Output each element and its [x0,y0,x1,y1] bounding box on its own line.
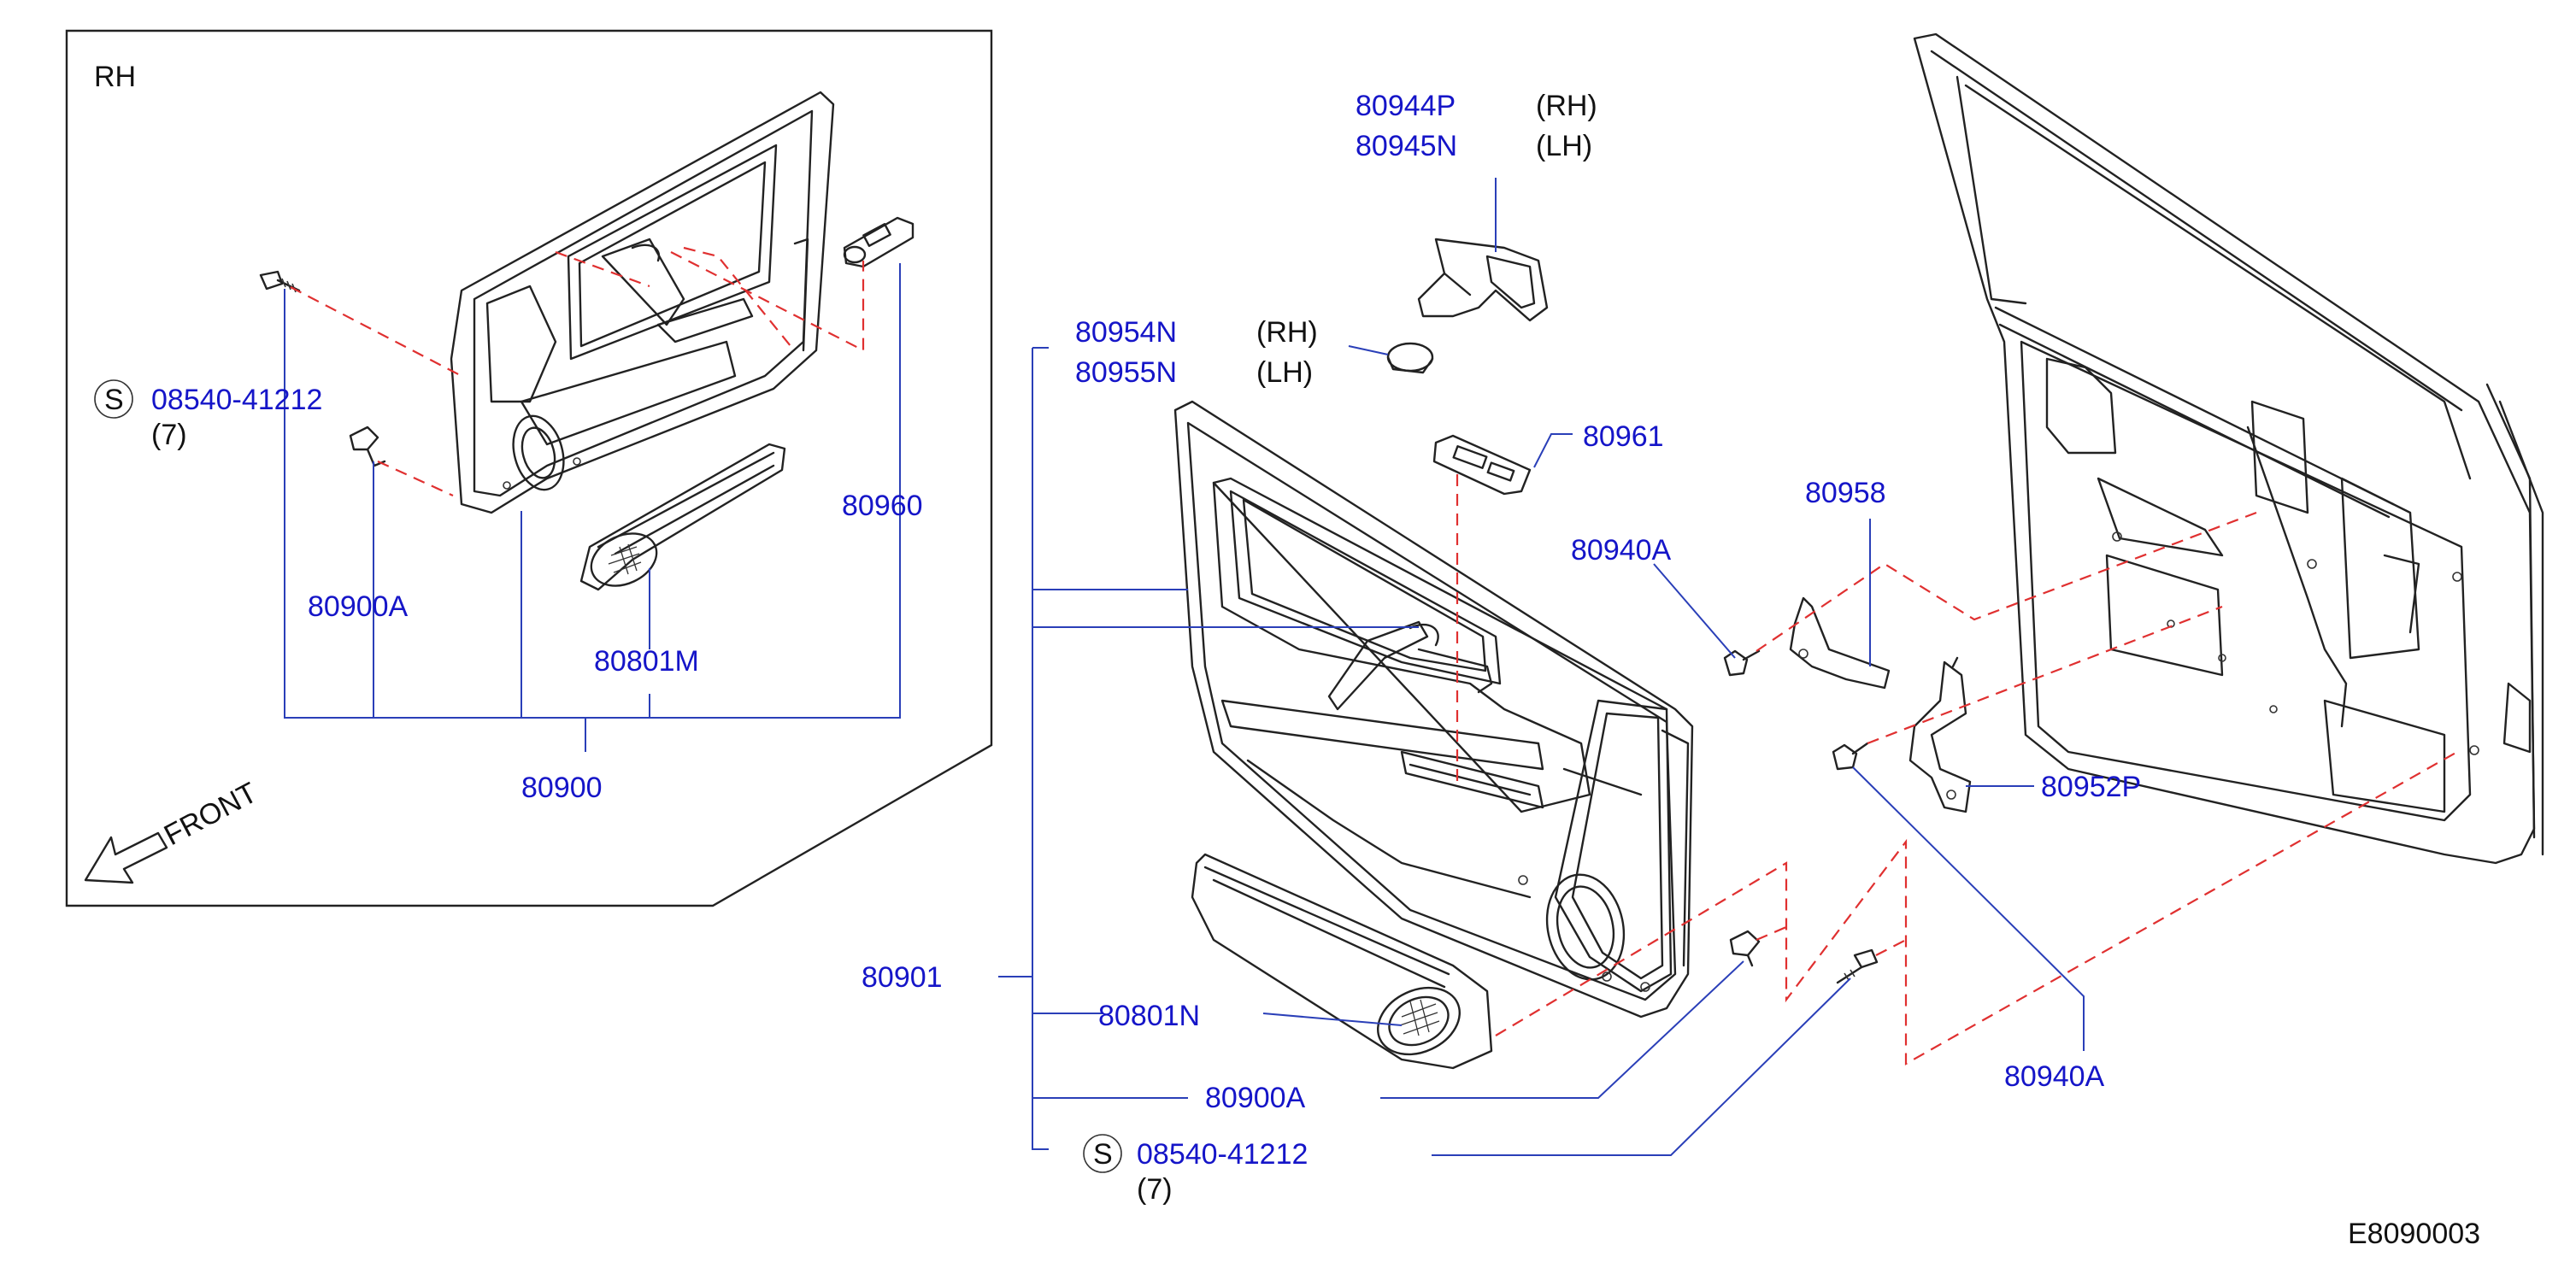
diagram-id: E8090003 [2348,1218,2480,1250]
cap-lh-suffix: (LH) [1256,356,1313,389]
cap-rh-label: 80954N [1075,316,1177,349]
front-arrow-icon [84,831,168,884]
handle-rh-suffix: (RH) [1536,90,1597,122]
switch-plate [1432,434,1532,496]
front-label: FRONT [159,777,262,853]
main-screw-icon [1836,948,1879,984]
bolt-lower-icon [1832,742,1869,771]
handle-rh-label: 80944P [1356,90,1456,122]
inset-screw-qty: (7) [151,419,187,451]
main-door-trim [1173,400,1694,1019]
bracket-lower-label: 80952P [2041,771,2141,803]
upper-bracket [1789,596,1891,690]
handle-lh-suffix: (LH) [1536,130,1592,162]
main-s-symbol [1083,1134,1122,1173]
handle-lh-label: 80945N [1356,130,1457,162]
inset-screw-label: 08540-41212 [151,384,322,416]
cap-lh-label: 80955N [1075,356,1177,389]
inset-clip-icon [349,426,386,467]
rh-inset: RH [65,29,993,907]
inside-handle [1417,238,1549,322]
inset-frame [65,29,993,907]
main-clip-label: 80900A [1205,1082,1306,1114]
inset-door-pocket [579,443,786,591]
bolt-upper-label: 80940A [1571,534,1672,566]
main-s-symbol-text: S [1093,1138,1113,1171]
inset-switch-finisher [843,216,915,268]
inset-clip-label: 80900A [308,590,409,623]
inset-trim-label: 80900 [521,772,603,804]
bracket-label: 80958 [1805,477,1886,509]
bolt-lower-label: 80940A [2004,1060,2105,1093]
main-clip-icon [1729,930,1761,967]
inset-s-symbol-text: S [104,384,124,416]
inset-finisher-label: 80960 [842,490,923,522]
inset-side-label: RH [94,61,136,93]
main-pocket-label: 80801N [1098,1000,1200,1032]
main-screw-qty: (7) [1137,1173,1173,1206]
bolt-upper-icon [1723,649,1761,677]
door-inner-panel [1913,32,2544,865]
inset-door-trim [450,91,835,514]
inset-s-symbol [94,379,133,419]
trim-assy-label: 80901 [862,961,943,994]
cap-rh-suffix: (RH) [1256,316,1318,349]
main-screw-label: 08540-41212 [1137,1138,1308,1171]
inset-pocket-label: 80801M [594,645,699,678]
main-door-pocket [1191,853,1493,1070]
lower-bracket [1908,656,1972,813]
handle-cap [1386,342,1434,374]
switch-plate-label: 80961 [1583,420,1664,453]
